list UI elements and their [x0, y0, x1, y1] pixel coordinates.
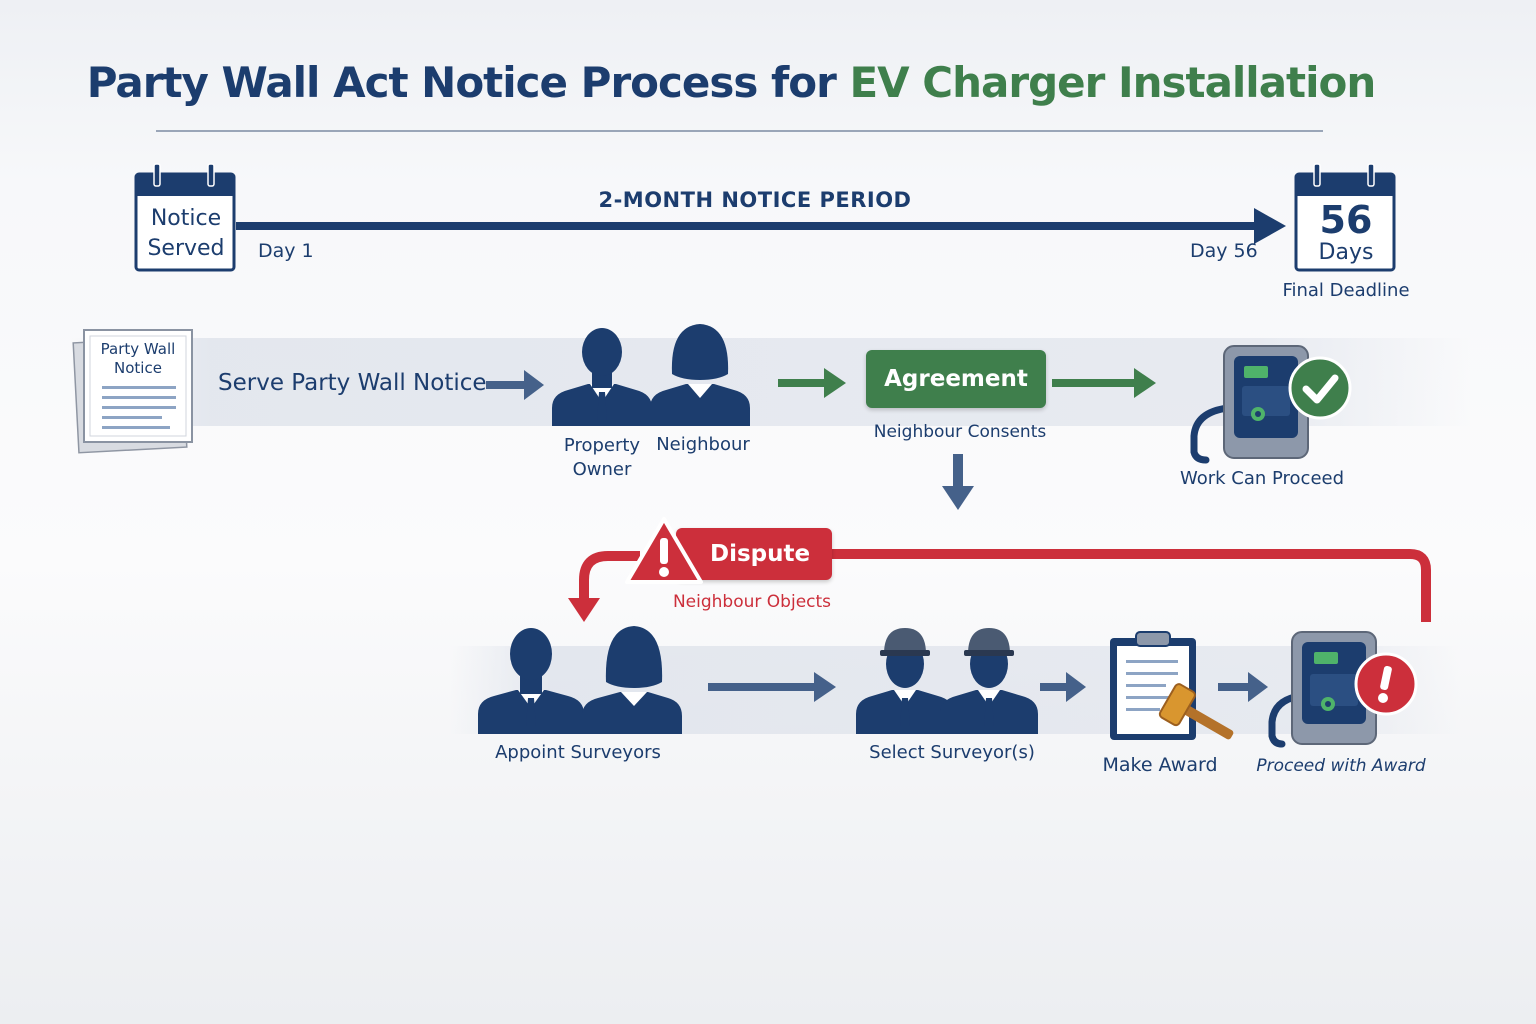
work-can-proceed-caption: Work Can Proceed [1179, 468, 1345, 489]
arrow-to-proceed-award [1218, 672, 1268, 702]
timeline-arrow [236, 208, 1286, 244]
arrow-to-work-proceed [1052, 368, 1156, 398]
ev-charger-alert-icon [1268, 631, 1418, 748]
ev-charger-check-icon [1190, 345, 1352, 464]
notice-served-label: Notice Served [147, 206, 225, 261]
page-title: Party Wall Act Notice Process for EV Cha… [0, 58, 1462, 107]
arrow-to-select [708, 672, 836, 702]
select-surveyors-icon [856, 628, 1038, 734]
final-deadline-caption: Final Deadline [1282, 280, 1410, 301]
make-award-label: Make Award [1102, 754, 1218, 776]
property-owner-label: Property Owner [563, 435, 641, 480]
property-owner-icon [552, 328, 652, 426]
deadline-days-unit: Days [1318, 240, 1374, 265]
dispute-loop-line [568, 549, 1431, 622]
dispute-label: Dispute [710, 541, 811, 567]
arrow-to-dispute [942, 454, 974, 510]
notice-period-label: 2-MONTH NOTICE PERIOD [598, 188, 912, 212]
proceed-with-award-label: Proceed with Award [1256, 756, 1426, 776]
day-56-label: Day 56 [1190, 240, 1258, 262]
title-main: Party Wall Act Notice Process for [86, 58, 850, 107]
title-highlight: EV Charger Installation [849, 58, 1376, 107]
end-calendar-icon [1294, 163, 1396, 272]
appoint-surveyors-icon [478, 626, 682, 734]
neighbour-consents-caption: Neighbour Consents [873, 422, 1047, 442]
title-divider [156, 130, 1323, 132]
select-surveyors-label: Select Surveyor(s) [869, 742, 1035, 763]
neighbour-label: Neighbour [656, 434, 750, 455]
arrow-to-agreement [778, 368, 846, 398]
arrow-to-award [1040, 672, 1086, 702]
start-calendar-icon [134, 163, 236, 272]
appoint-surveyors-label: Appoint Surveyors [495, 742, 661, 763]
document-title: Party Wall Notice [100, 340, 176, 377]
arrow-serve-to-parties [486, 370, 544, 400]
deadline-days-number: 56 [1319, 198, 1373, 242]
neighbour-objects-caption: Neighbour Objects [672, 592, 832, 612]
document-icon [72, 329, 193, 454]
agreement-badge: Agreement [866, 350, 1046, 408]
warning-icon [625, 517, 703, 584]
dispute-badge: Dispute [676, 528, 832, 580]
day-1-label: Day 1 [258, 240, 314, 262]
clipboard-gavel-icon [1110, 631, 1234, 740]
serve-notice-label: Serve Party Wall Notice [218, 370, 487, 396]
neighbour-icon [650, 324, 750, 426]
